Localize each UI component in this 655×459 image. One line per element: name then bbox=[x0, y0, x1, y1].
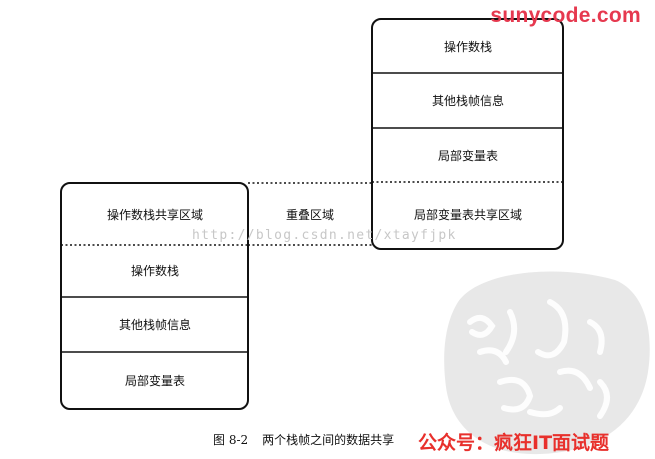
left-cell-local-variable-table: 局部变量表 bbox=[125, 373, 185, 388]
left-cell-other-frame-info: 其他栈帧信息 bbox=[119, 317, 191, 332]
right-cell-other-frame-info: 其他栈帧信息 bbox=[432, 93, 504, 108]
right-frame-border bbox=[371, 18, 564, 250]
left-cell-operand-stack: 操作数栈 bbox=[131, 263, 179, 278]
ink-seal-watermark bbox=[444, 271, 650, 455]
wechat-watermark: 公众号：疯狂IT面试题 bbox=[418, 432, 610, 454]
right-cell-local-variable-table: 局部变量表 bbox=[438, 148, 498, 163]
left-stack-frame: 操作数栈共享区域 操作数栈 其他栈帧信息 局部变量表 bbox=[60, 182, 249, 410]
figure-number: 图 8-2 bbox=[213, 433, 249, 447]
left-cell-shared-operand-stack: 操作数栈共享区域 bbox=[107, 207, 203, 222]
figure-caption: 图 8-2 两个栈帧之间的数据共享 bbox=[213, 431, 394, 448]
right-stack-frame: 操作数栈 其他栈帧信息 局部变量表 局部变量表共享区域 bbox=[371, 18, 564, 250]
figure-caption-text: 两个栈帧之间的数据共享 bbox=[262, 433, 395, 447]
url-watermark: http://blog.csdn.net/xtayfjpk bbox=[192, 228, 457, 243]
brand-watermark: sunycode.com bbox=[490, 4, 641, 27]
overlap-region-label: 重叠区域 bbox=[286, 208, 334, 222]
right-cell-shared-local-variable-table: 局部变量表共享区域 bbox=[414, 207, 522, 222]
right-cell-operand-stack: 操作数栈 bbox=[444, 39, 492, 54]
